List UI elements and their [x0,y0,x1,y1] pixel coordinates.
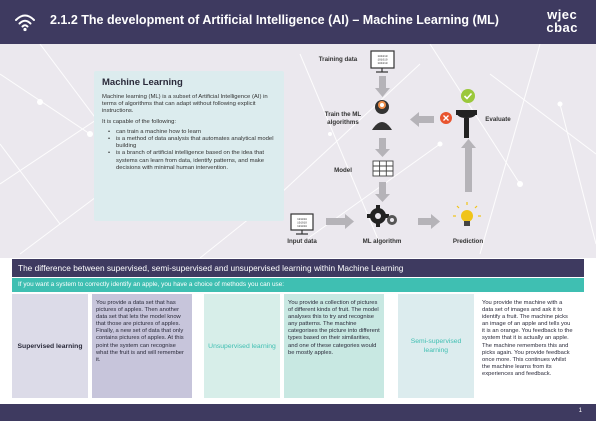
svg-text:101010: 101010 [377,55,387,58]
card-heading: Semi-supervised learning [398,294,474,398]
ml-box-capabilities-intro: It is capable of the following: [102,118,177,125]
svg-text:101010: 101010 [297,218,307,221]
logo-line-1: wjec [547,7,578,22]
hero-section: Machine Learning Machine learning (ML) i… [0,44,596,258]
page-footer: 1 [0,404,596,421]
arrow-right-icon [326,214,354,229]
machine-learning-info-box: Machine Learning Machine learning (ML) i… [94,71,284,221]
check-icon [461,89,475,103]
section-intro: If you want a system to correctly identi… [12,278,584,292]
fork-path-icon [456,110,477,138]
card-description: You provide a collection of pictures of … [284,294,384,398]
evaluate-label: Evaluate [485,116,511,123]
page-header: 2.1.2 The development of Artificial Inte… [0,0,596,44]
training-data-monitor-icon: 101010 101010 101010 [370,50,395,73]
model-label: Model [334,167,352,174]
svg-text:101010: 101010 [377,59,387,62]
logo-line-2: cbac [546,20,578,35]
model-table-icon [372,160,394,177]
card-heading: Supervised learning [12,294,88,398]
wifi-icon [15,14,35,32]
card-description: You provide a data set that has pictures… [92,294,192,398]
input-data-monitor-icon: 101010 101010 101010 [290,213,314,235]
page-number: 1 [578,408,582,414]
training-data-label: Training data [318,56,358,63]
wjec-cbac-logo: wjec cbac [546,8,578,34]
arrow-down-icon [375,182,390,202]
cross-icon [440,112,452,124]
list-item: is a branch of artificial intelligence b… [108,150,276,172]
page-title: 2.1.2 The development of Artificial Inte… [50,13,499,27]
ml-box-definition: Machine learning (ML) is a subset of Art… [102,94,268,115]
svg-text:101010: 101010 [297,225,307,228]
arrow-right-icon [418,214,440,229]
person-training-icon [372,100,392,130]
svg-text:101010: 101010 [377,62,387,65]
ml-capabilities-list: can train a machine how to learn is a me… [108,129,276,172]
list-item: is a method of data analysis that automa… [108,136,276,150]
train-algorithms-label: Train the ML algorithms [324,111,362,126]
ml-box-heading: Machine Learning [102,77,183,88]
ml-algorithm-label: ML algorithm [362,238,402,245]
arrow-up-icon [461,139,476,192]
gears-icon [367,205,397,227]
section-title: The difference between supervised, semi-… [12,259,584,277]
prediction-label: Prediction [452,238,484,245]
ml-process-diagram: 101010 101010 101010 [290,50,481,235]
list-item: can train a machine how to learn [108,129,276,136]
arrow-down-icon [375,138,390,157]
lightbulb-icon [453,202,481,226]
arrow-left-icon [410,112,434,127]
card-heading: Unsupervised learning [204,294,280,398]
input-data-label: Input data [287,238,317,245]
card-description: You provide the machine with a data set … [478,294,578,398]
arrow-down-icon [375,76,390,97]
svg-text:101010: 101010 [297,222,307,225]
